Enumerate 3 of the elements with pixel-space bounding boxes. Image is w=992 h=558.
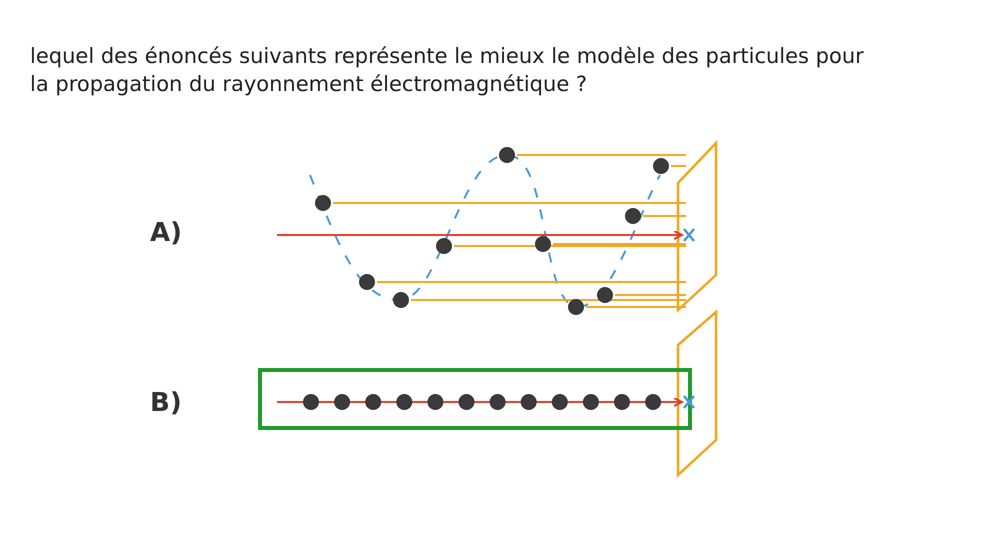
option-label: A) xyxy=(150,218,182,248)
option-label: B) xyxy=(150,388,182,418)
question-text: lequel des énoncés suivants représente le mieux le modèle des particules pour la propagation du rayonnement électromagnétique ? xyxy=(30,43,865,98)
